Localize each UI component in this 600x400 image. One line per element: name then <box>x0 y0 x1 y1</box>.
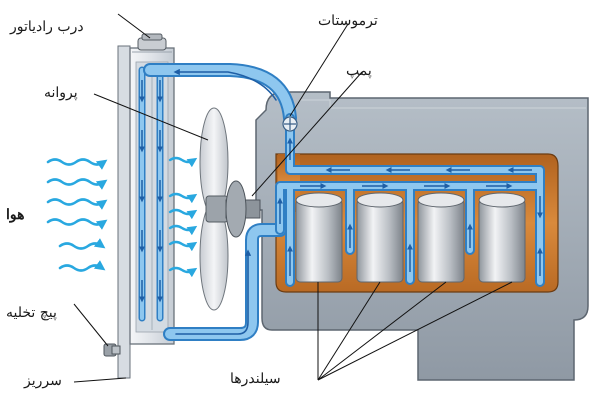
drain-plug-label: پیچ تخلیه <box>6 305 57 321</box>
cylinders-label: سیلندرها <box>230 371 281 387</box>
upper-hose <box>143 63 297 125</box>
air-flow-outgoing <box>168 156 198 278</box>
cylinder-3 <box>417 192 465 283</box>
cylinder-2 <box>356 192 404 283</box>
engine-coolant-path <box>275 113 545 287</box>
cylinders-group <box>295 192 526 283</box>
overflow-label: سرریز <box>24 373 62 389</box>
cylinder-1 <box>295 192 343 283</box>
radiator <box>117 45 175 379</box>
fan <box>199 107 261 311</box>
lower-hose <box>163 223 287 341</box>
radiator-cap-icon <box>137 33 167 51</box>
air-label: هوا <box>6 207 25 223</box>
radiator-flow-arrows <box>139 80 163 303</box>
engine-flow-arrows <box>277 137 543 276</box>
pump-label: پمپ <box>346 63 372 79</box>
fan-label: پروانه <box>44 85 78 101</box>
air-flow-incoming <box>46 158 108 272</box>
thermostat-valve-icon <box>282 116 298 132</box>
radiator-cap-label: درب رادیاتور <box>10 19 84 35</box>
drain-plug-icon <box>103 343 121 357</box>
thermostat-label: ترموستات <box>318 13 378 29</box>
cylinder-4 <box>478 192 526 283</box>
leader-lines <box>73 13 513 383</box>
